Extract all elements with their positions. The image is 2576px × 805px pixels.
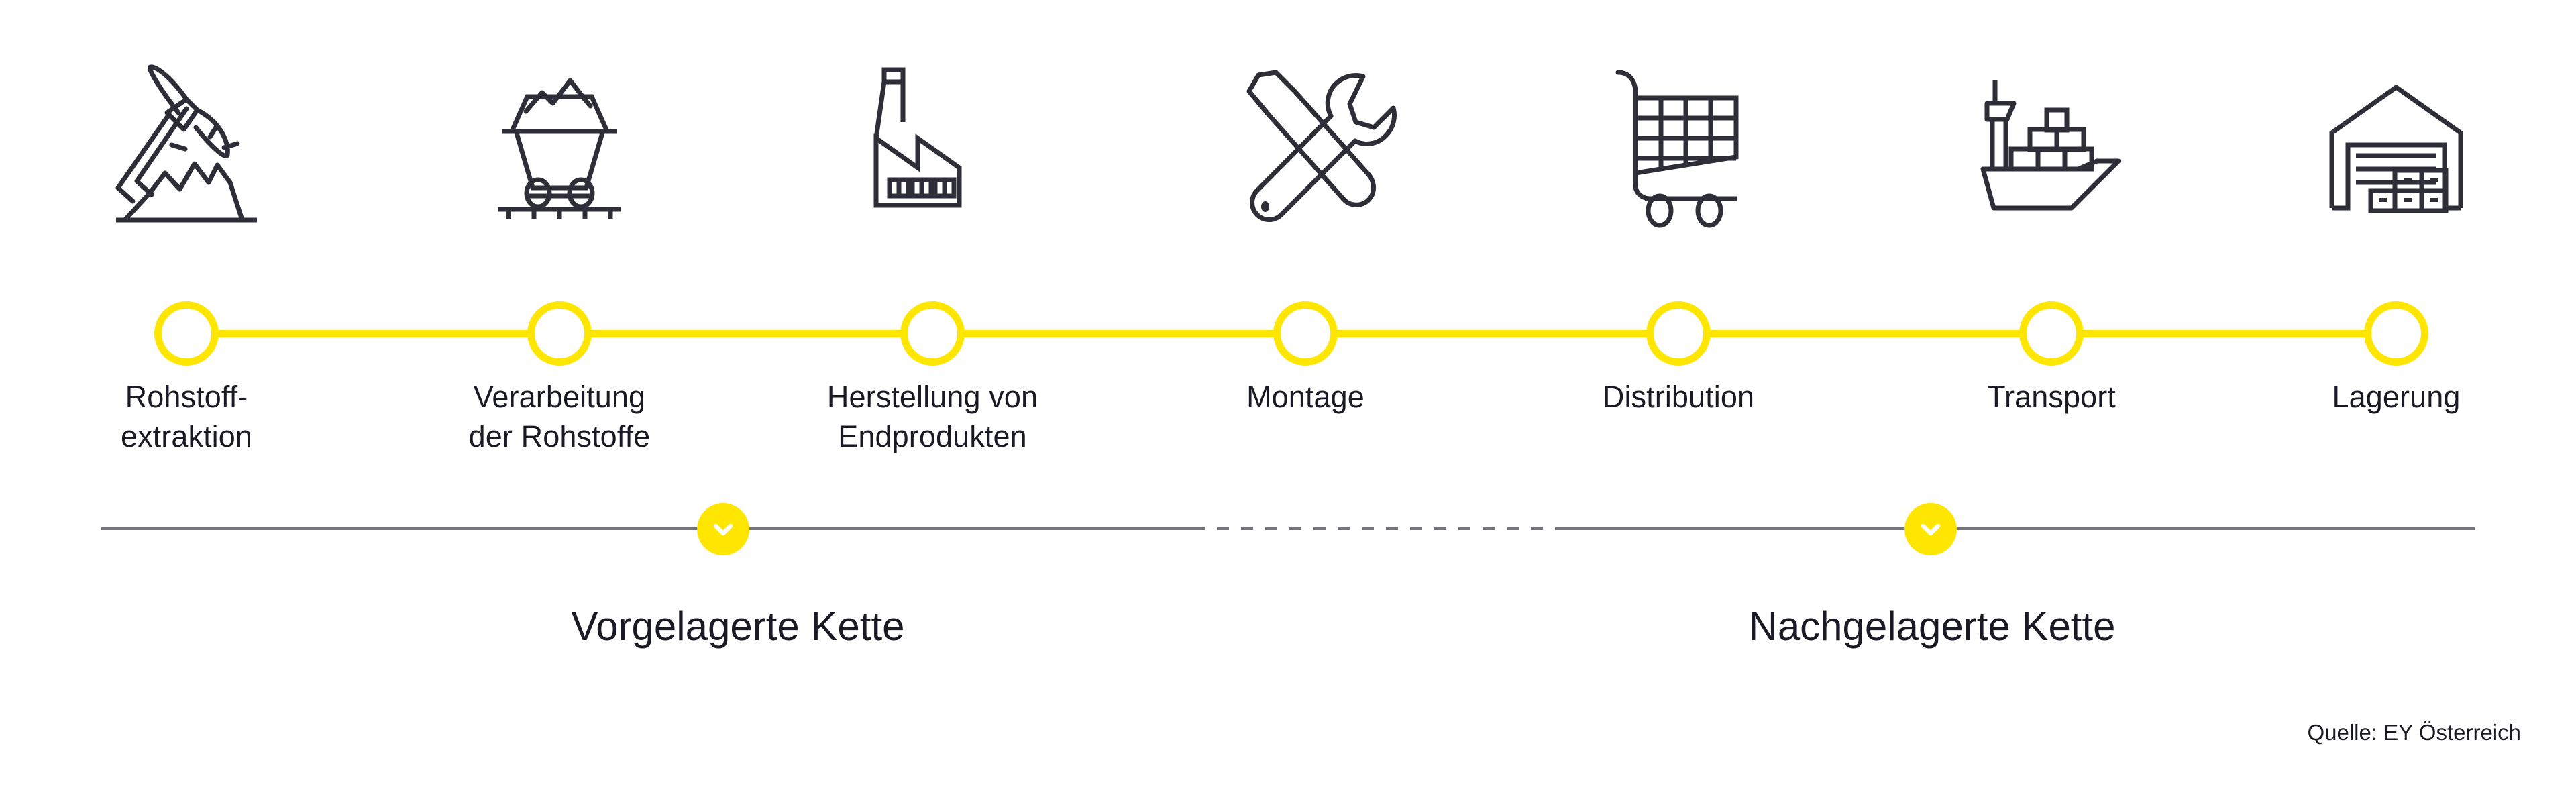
stage-label-distribution: Distribution (1504, 377, 1853, 417)
stage-icon-row (0, 40, 2576, 241)
stage-label-row: Rohstoff- extraktion Verarbeitung der Ro… (0, 377, 2576, 478)
stage-label-lagerung: Lagerung (2222, 377, 2571, 417)
divider-segment-right (1555, 527, 2475, 530)
divider-segment-middle (723, 527, 1193, 530)
stage-icon-montage (1205, 40, 1406, 241)
chain-badge-vorgelagert[interactable] (697, 503, 749, 555)
stage-label-transport: Transport (1877, 377, 2226, 417)
stage-icon-distribution (1578, 40, 1779, 241)
stage-label-line1: Rohstoff- (125, 380, 248, 414)
stage-label-herstellung: Herstellung von Endprodukten (758, 377, 1107, 456)
mine-cart-icon (498, 78, 621, 219)
stage-icon-transport (1951, 40, 2152, 241)
stage-label-line2: extraktion (120, 419, 253, 453)
stage-icon-rohstoffextraktion (86, 40, 287, 241)
stage-label-line1: Transport (1987, 380, 2116, 414)
chevron-down-icon (1921, 523, 1941, 536)
factory-icon (873, 67, 962, 208)
timeline-node-distribution[interactable] (1646, 301, 1711, 366)
stage-label-line1: Lagerung (2332, 380, 2461, 414)
stage-label-verarbeitung: Verarbeitung der Rohstoffe (385, 377, 734, 456)
chain-caption-nachgelagert: Nachgelagerte Kette (1748, 604, 2116, 649)
stage-label-line1: Montage (1246, 380, 1364, 414)
timeline-node-herstellung[interactable] (900, 301, 965, 366)
timeline-node-montage[interactable] (1273, 301, 1338, 366)
stage-icon-herstellung (832, 40, 1033, 241)
container-ship-icon (1980, 80, 2121, 211)
chain-caption-row: Vorgelagerte Kette Nachgelagerte Kette (0, 600, 2576, 661)
stage-icon-lagerung (2296, 40, 2497, 241)
pickaxe-rock-icon (115, 64, 257, 223)
stage-label-line2: Endprodukten (838, 419, 1027, 453)
divider-segment-dashed (1193, 527, 1555, 530)
stage-label-montage: Montage (1131, 377, 1480, 417)
timeline-node-transport[interactable] (2019, 301, 2084, 366)
wrench-screwdriver-icon (1246, 70, 1397, 222)
stage-label-line1: Distribution (1602, 380, 1755, 414)
warehouse-icon (2329, 84, 2463, 213)
timeline-node-verarbeitung[interactable] (527, 301, 592, 366)
timeline-node-rohstoffextraktion[interactable] (154, 301, 219, 366)
chain-divider (0, 503, 2576, 584)
timeline-node-lagerung[interactable] (2364, 301, 2428, 366)
stage-label-line2: der Rohstoffe (468, 419, 651, 453)
stage-label-line1: Herstellung von (826, 380, 1038, 414)
chain-badge-nachgelagert[interactable] (1904, 503, 1957, 555)
shopping-cart-icon (1615, 70, 1739, 228)
chain-caption-vorgelagert: Vorgelagerte Kette (571, 604, 905, 649)
supply-chain-timeline (0, 295, 2576, 376)
divider-segment-left (101, 527, 723, 530)
source-note: Quelle: EY Österreich (2307, 720, 2521, 745)
stage-label-rohstoffextraktion: Rohstoff- extraktion (12, 377, 361, 456)
stage-icon-verarbeitung (459, 40, 660, 241)
chevron-down-icon (713, 523, 733, 536)
stage-label-line1: Verarbeitung (473, 380, 646, 414)
